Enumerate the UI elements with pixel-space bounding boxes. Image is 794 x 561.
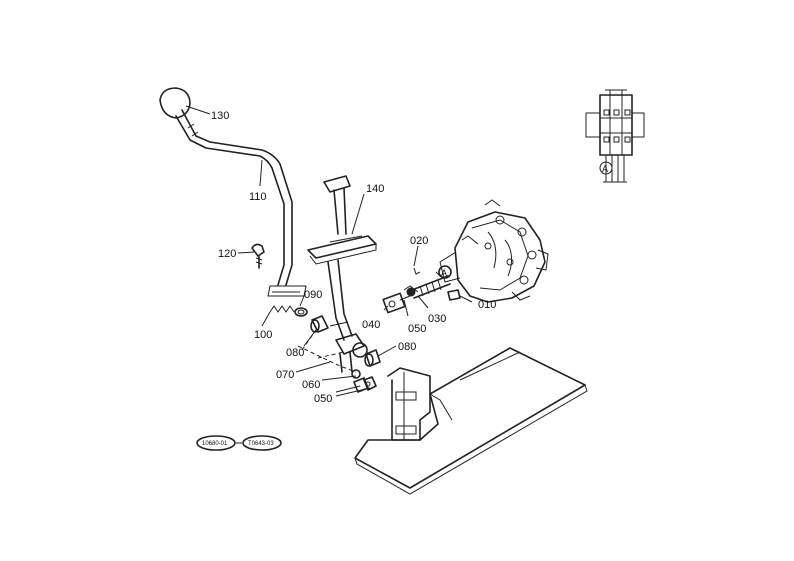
floor-panel: [354, 347, 588, 495]
stamp-right: T0643-03: [248, 441, 274, 447]
control-valve: [439, 199, 549, 303]
shift-lever: [159, 87, 307, 297]
callout-120: 120: [218, 248, 236, 260]
callout-070: 070: [276, 369, 294, 381]
inset-valve-schematic: A: [585, 89, 645, 183]
callout-110: 110: [249, 191, 267, 203]
leader-lines: [185, 105, 473, 397]
bolt-120: [251, 243, 265, 269]
callout-080-right: 080: [398, 341, 416, 353]
floor-bracket: [387, 367, 431, 441]
callout-050-upper: 050: [408, 323, 426, 335]
spring-100: [269, 305, 295, 313]
callout-100: 100: [254, 329, 272, 341]
callout-030: 030: [428, 313, 446, 325]
callout-090: 090: [304, 289, 322, 301]
inset-marker-label: A: [602, 164, 608, 174]
callout-020: 020: [410, 235, 428, 247]
callout-060: 060: [302, 379, 320, 391]
callout-labels: 130 110 140 120 020 090 100 040 050 030 …: [211, 110, 496, 405]
linkage-rod: [382, 267, 461, 314]
bushings: [294, 307, 381, 393]
callout-130: 130: [211, 110, 229, 122]
reference-marker-a: A: [438, 265, 452, 279]
callout-050-lower: 050: [314, 393, 332, 405]
callout-040: 040: [362, 319, 380, 331]
callout-140: 140: [366, 183, 384, 195]
callout-080-left: 080: [286, 347, 304, 359]
reference-marker-label: A: [441, 268, 447, 278]
drawing-stamps: 10680-01 T0643-03: [196, 435, 282, 451]
pedal-assembly: [307, 175, 377, 373]
callout-010: 010: [478, 299, 496, 311]
stamp-left: 10680-01: [202, 441, 228, 447]
